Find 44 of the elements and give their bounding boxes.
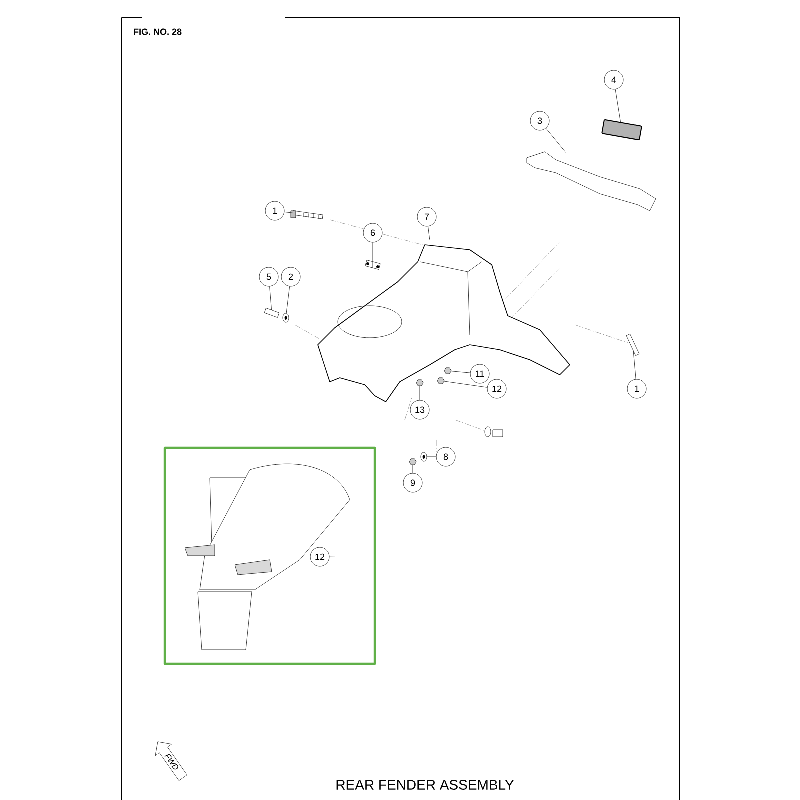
callout-number: 3 [530, 111, 550, 131]
leader-line [330, 556, 336, 558]
inset-part-drawing [184, 464, 350, 650]
leader-line [615, 89, 621, 122]
leader-line [270, 286, 272, 310]
leader-line [444, 381, 488, 388]
callout-number: 12 [487, 379, 507, 399]
callout-number: 1 [627, 379, 647, 399]
bolt-drawing [290, 210, 324, 220]
leader-line [284, 212, 294, 214]
nut-drawing [437, 378, 445, 384]
nut-drawing [409, 458, 417, 466]
leader-line [428, 226, 430, 240]
title: REAR FENDER ASSEMBLY [336, 780, 514, 790]
callout-number: 7 [417, 207, 437, 227]
washer-drawing [282, 313, 290, 323]
leader-line [546, 128, 566, 153]
leader-line [633, 351, 636, 380]
bolt-vertical-drawing [626, 334, 640, 356]
fender-drawing [318, 244, 570, 402]
washer-drawing [420, 452, 428, 462]
leader-line [451, 371, 471, 374]
nut-drawing [416, 380, 424, 386]
bracket-drawing [526, 152, 656, 212]
callout-number: 6 [363, 223, 383, 243]
callout-number: 5 [259, 267, 279, 287]
inset-frame [164, 446, 376, 666]
leader-line [412, 465, 414, 474]
callout-number: 12 [310, 547, 330, 567]
bolt-short-drawing [264, 308, 280, 318]
callout-number: 11 [470, 364, 490, 384]
callout-number: 8 [436, 447, 456, 467]
leader-line [286, 286, 290, 314]
clip-drawing [365, 260, 381, 270]
callout-number: 13 [410, 400, 430, 420]
callout-number: 1 [265, 201, 285, 221]
nut-drawing [444, 368, 452, 374]
leader-line [372, 242, 374, 262]
figure-number: FIG. NO. 28 [134, 28, 182, 36]
callout-number: 9 [403, 473, 423, 493]
callout-number: 4 [604, 70, 624, 90]
plate-drawing [602, 119, 642, 141]
leader-line [427, 456, 436, 458]
callout-number: 2 [281, 267, 301, 287]
